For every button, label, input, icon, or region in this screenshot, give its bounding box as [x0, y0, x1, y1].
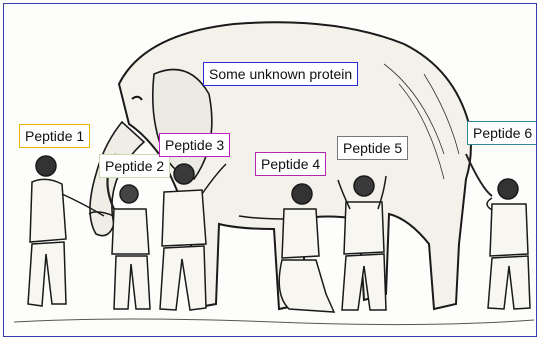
ground-line: [14, 319, 534, 325]
man-1: [28, 156, 104, 306]
label-peptide-3: Peptide 3: [159, 133, 230, 157]
man-6: [487, 179, 530, 309]
label-peptide-4: Peptide 4: [255, 152, 326, 176]
label-peptide-2: Peptide 2: [99, 154, 170, 178]
label-peptide-5: Peptide 5: [337, 136, 408, 160]
label-some-unknown-protein: Some unknown protein: [203, 62, 358, 86]
illustration-frame: Some unknown protein Peptide 1 Peptide 2…: [3, 3, 537, 337]
label-peptide-6: Peptide 6: [467, 121, 537, 145]
elephant-tail: [466, 154, 492, 196]
label-peptide-1: Peptide 1: [19, 124, 90, 148]
